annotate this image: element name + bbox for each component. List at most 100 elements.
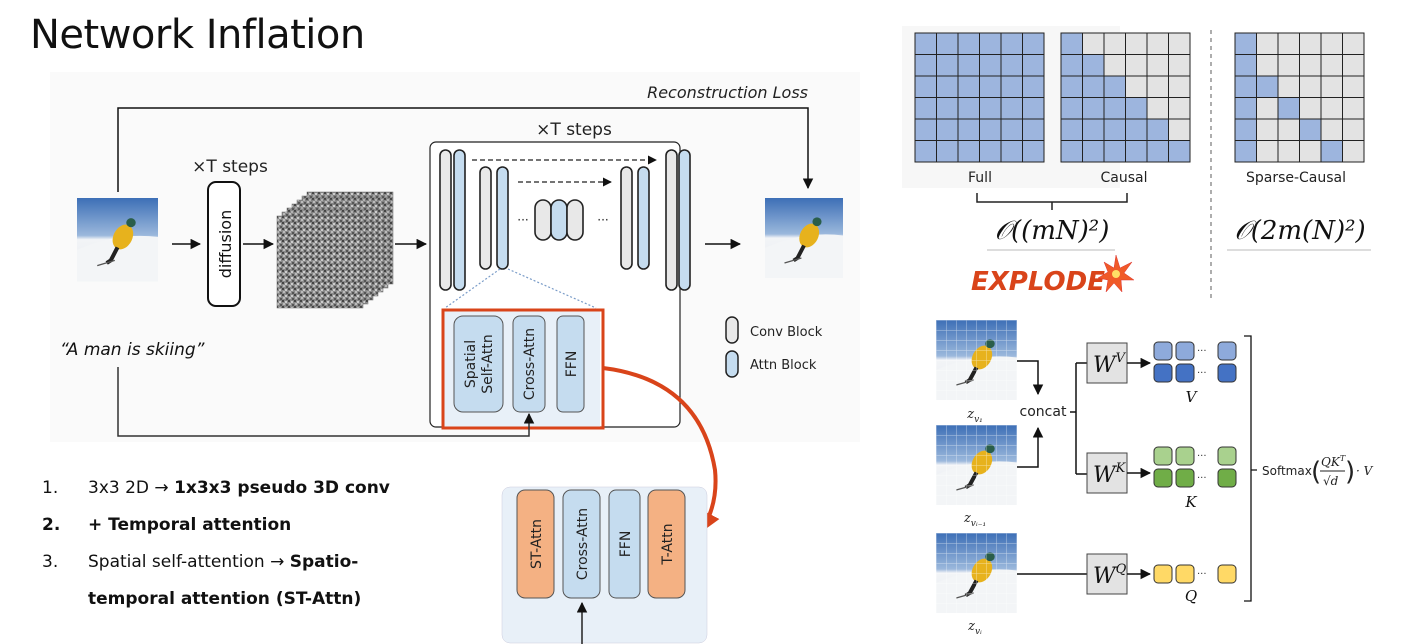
attn-block	[453, 149, 466, 291]
mask-cell	[957, 75, 980, 98]
formula-numerator: QKT	[1321, 454, 1346, 469]
list-item: 2. + Temporal attention	[42, 507, 418, 544]
mask-cell	[1060, 75, 1083, 98]
zoom-line-left	[444, 268, 501, 309]
page-title: Network Inflation	[30, 12, 365, 58]
conv-block	[479, 166, 492, 270]
mask-cell	[1125, 97, 1148, 120]
value-tokens: ······	[1153, 341, 1237, 383]
token-ellipsis: ···	[1197, 451, 1207, 462]
mask-cell	[1146, 97, 1169, 120]
mask-cell	[1320, 140, 1343, 163]
mask-cell	[1082, 54, 1105, 77]
mask-cell	[1022, 118, 1045, 141]
full-attention-mask	[914, 32, 1045, 163]
list-text-bold: Spatio-temporal attention (ST-Attn)	[88, 552, 362, 609]
mask-cell	[1320, 32, 1343, 55]
conv-block	[534, 199, 552, 241]
inflated-ffn-label: FFN	[618, 531, 634, 558]
inflated-ffn-block	[608, 489, 641, 599]
mask-cell	[1277, 140, 1300, 163]
wv-box	[1086, 342, 1128, 384]
mask-cell	[1022, 54, 1045, 77]
diffusion-steps-label: ×T steps	[192, 157, 268, 177]
mask-cell	[1256, 118, 1279, 141]
attn-block	[496, 166, 509, 270]
softmax-label: Softmax	[1262, 464, 1312, 478]
token-ellipsis: ···	[1197, 569, 1207, 580]
mask-cell	[1234, 97, 1257, 120]
mask-cell	[914, 54, 937, 77]
reconstruction-loss-arrow	[117, 107, 814, 192]
token	[1217, 564, 1237, 584]
t-attn-label: T-Attn	[660, 523, 676, 565]
mask-cell	[1277, 118, 1300, 141]
st-attn-label: ST-Attn	[529, 519, 545, 569]
mask-cell	[1277, 54, 1300, 77]
mask-cell	[1256, 54, 1279, 77]
mask-cell	[914, 140, 937, 163]
mask-cell	[1125, 75, 1148, 98]
self-attn-label: Self-Attn	[480, 334, 496, 393]
frame-v1	[936, 320, 1017, 400]
frame-v-prev	[936, 425, 1017, 505]
causal-mask-label: Causal	[1101, 170, 1148, 186]
attn-block	[637, 166, 650, 270]
mask-cell	[1125, 54, 1148, 77]
mask-cell	[979, 140, 1002, 163]
conv-block-legend-label: Conv Block	[750, 325, 823, 340]
mask-cell	[1146, 32, 1169, 55]
mask-cell	[957, 118, 980, 141]
mask-cell	[1125, 140, 1148, 163]
mask-cell	[936, 97, 959, 120]
mask-cell	[1022, 140, 1045, 163]
mask-cell	[1146, 75, 1169, 98]
token-ellipsis: ···	[1197, 346, 1207, 357]
attn-block	[678, 149, 691, 291]
list-text: Spatial self-attention →	[88, 552, 290, 572]
list-number: 2.	[42, 515, 61, 535]
mask-cell	[1022, 75, 1045, 98]
diffusion-box	[207, 181, 241, 307]
token	[1175, 363, 1195, 383]
mask-cell	[1125, 32, 1148, 55]
text-prompt: “A man is skiing”	[60, 340, 205, 360]
mask-cell	[1234, 54, 1257, 77]
mask-cell	[1342, 140, 1365, 163]
conv-block	[439, 149, 452, 291]
frame-v1-label: zv₁	[966, 407, 983, 425]
mask-cell	[1277, 32, 1300, 55]
brace	[976, 193, 1128, 210]
cross-attn-label: Cross-Attn	[522, 328, 538, 400]
mask-cell	[979, 75, 1002, 98]
mask-cell	[1234, 118, 1257, 141]
conv-block	[566, 199, 584, 241]
mask-cell	[1256, 32, 1279, 55]
full-complexity: 𝒪((mN)²)	[995, 216, 1110, 246]
mask-cell	[1234, 140, 1257, 163]
token	[1217, 446, 1237, 466]
mask-cell	[1060, 118, 1083, 141]
st-attn-block	[516, 489, 555, 599]
mask-cell	[936, 118, 959, 141]
mask-cell	[1299, 118, 1322, 141]
attn-block-legend-label: Attn Block	[750, 358, 817, 373]
concat-label: concat	[1020, 404, 1067, 420]
explode-label: EXPLODE	[971, 267, 1105, 297]
full-mask-label: Full	[968, 170, 992, 186]
key-tokens: ······	[1153, 446, 1237, 488]
prompt-to-cross-attn-arrow	[117, 367, 535, 437]
mask-cell	[957, 140, 980, 163]
mask-cell	[1168, 32, 1191, 55]
mask-cell	[1168, 97, 1191, 120]
mask-cell	[914, 118, 937, 141]
attn-block	[550, 199, 568, 241]
mask-cell	[1277, 97, 1300, 120]
mask-cell	[914, 75, 937, 98]
token	[1153, 341, 1173, 361]
mask-cell	[1342, 118, 1365, 141]
frame-v-i-label: zvᵢ	[967, 619, 982, 637]
mask-cell	[1000, 54, 1023, 77]
mask-cell	[1103, 54, 1126, 77]
mask-cell	[1320, 118, 1343, 141]
